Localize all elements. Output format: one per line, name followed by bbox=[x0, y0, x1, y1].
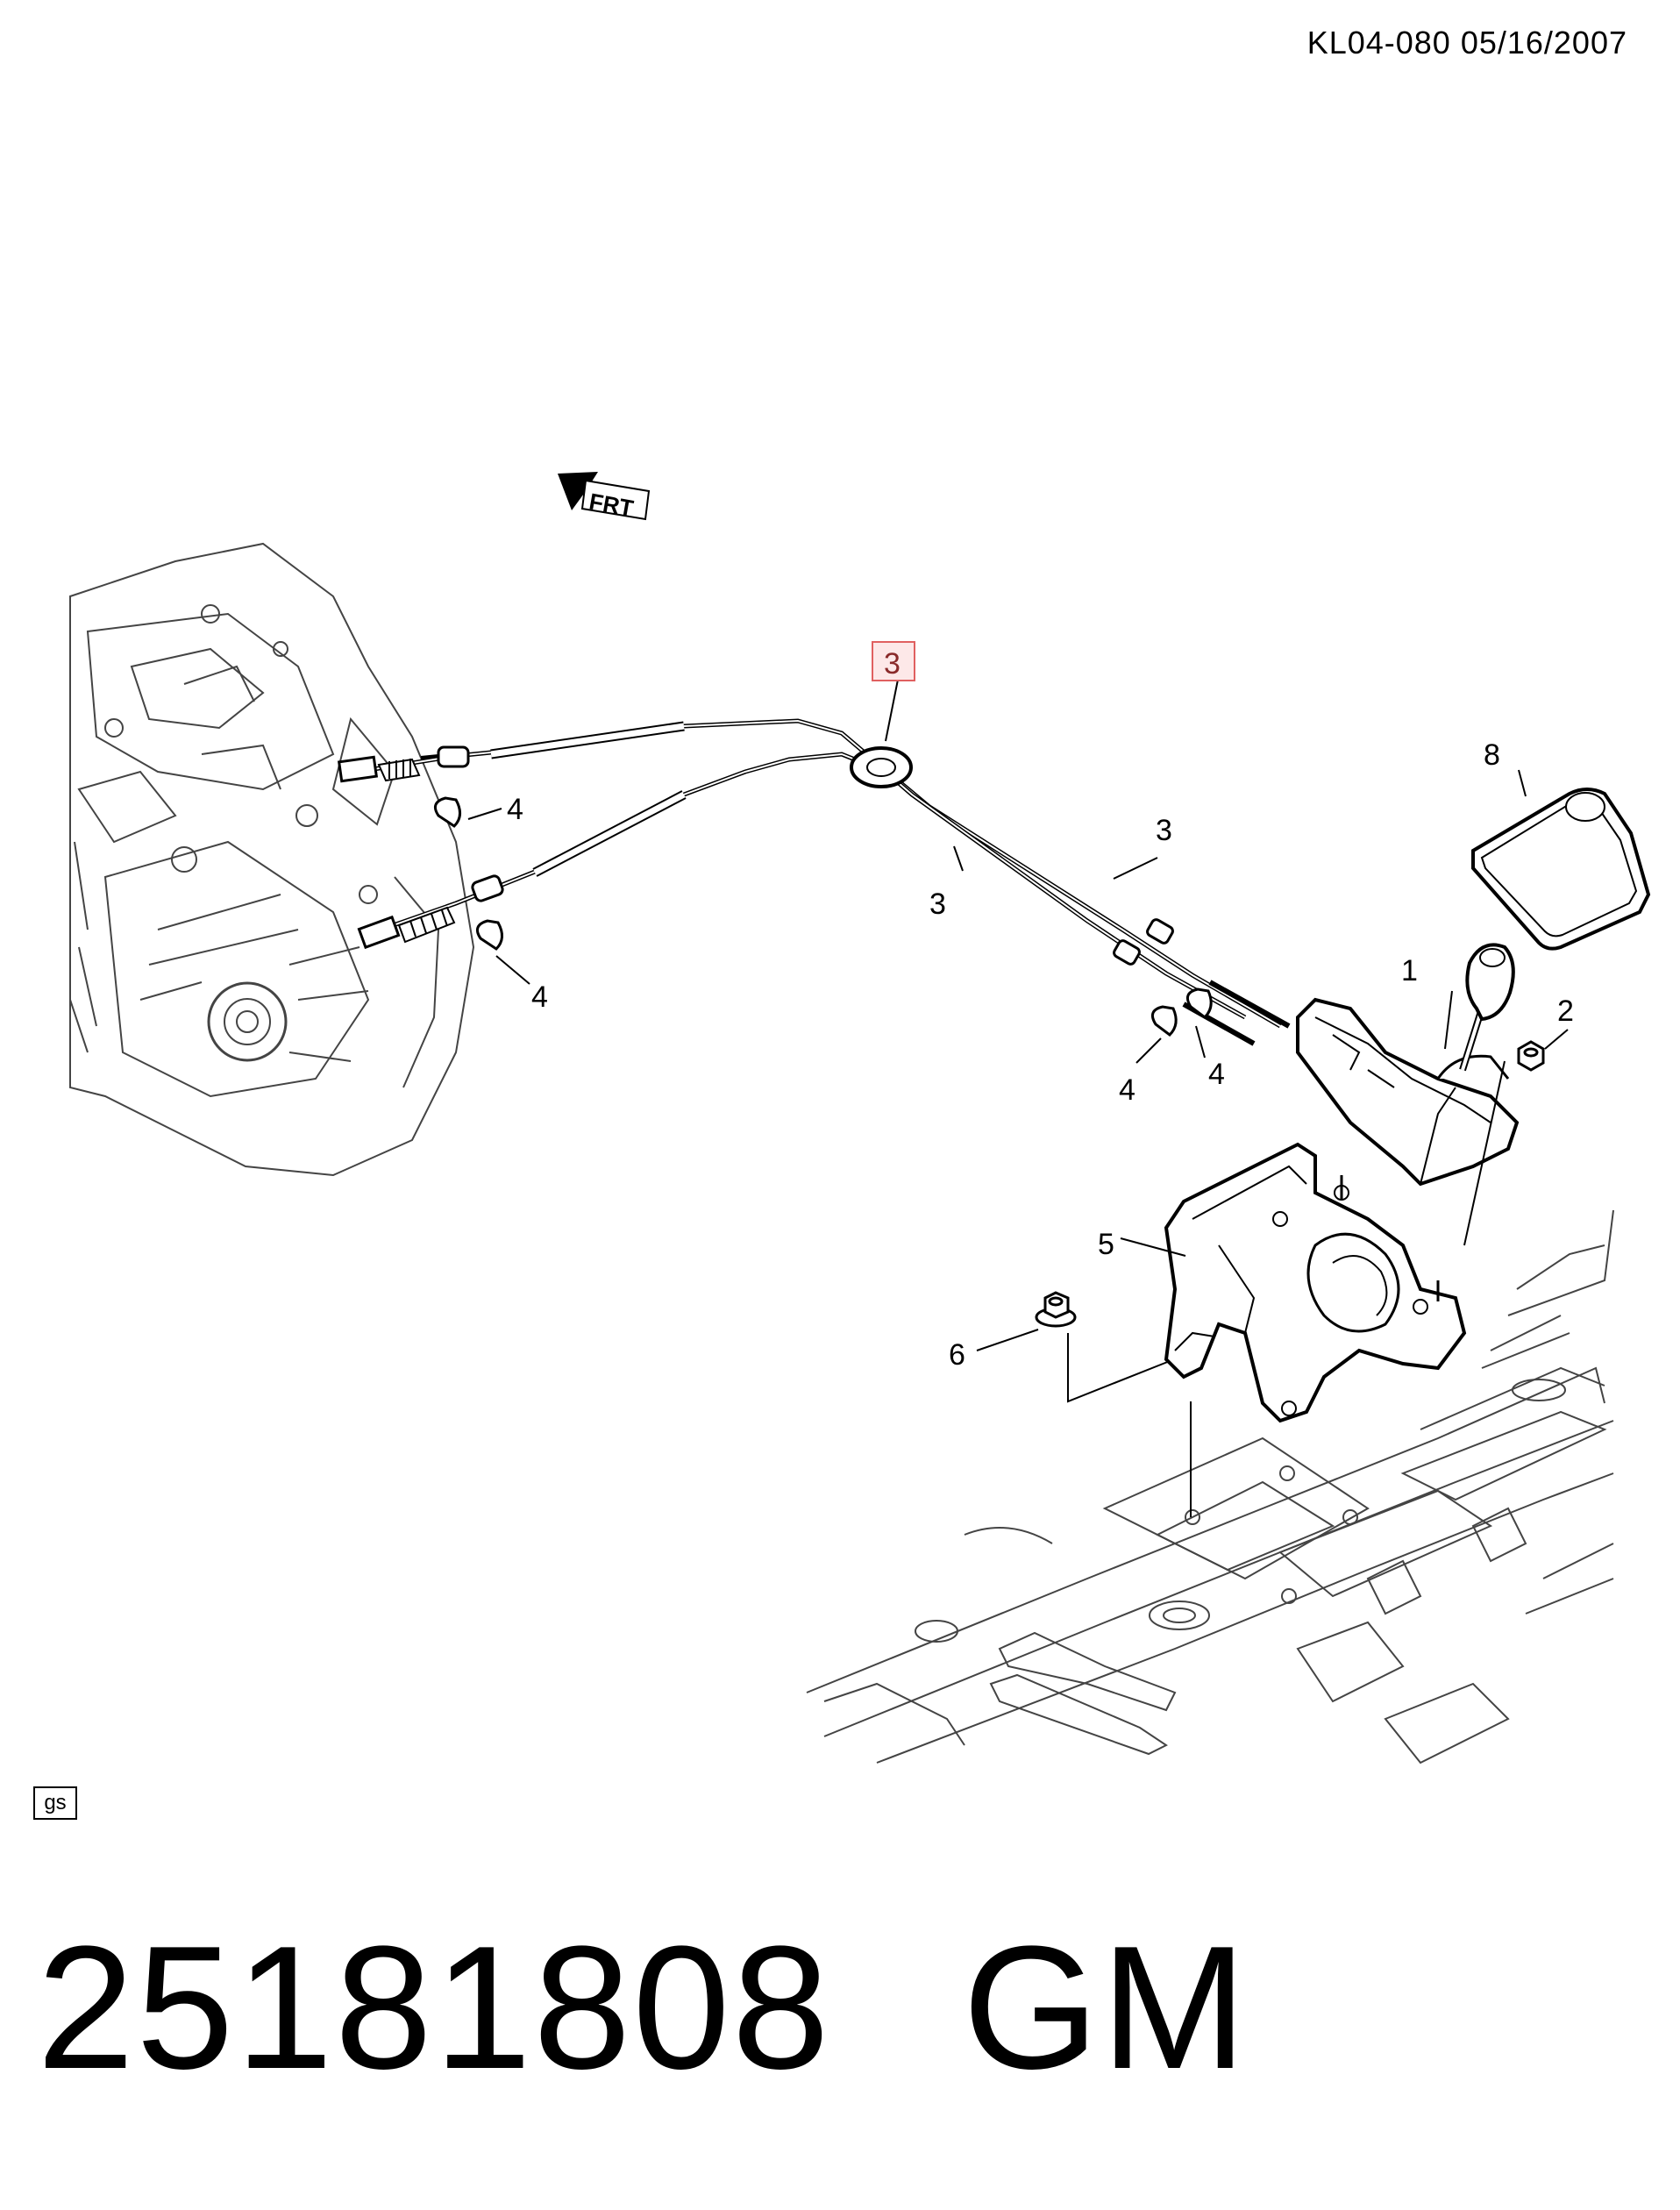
callout-3-highlighted: 3 bbox=[884, 647, 901, 681]
callout-4: 4 bbox=[507, 793, 523, 826]
shift-cable-exploded-diagram: FRT bbox=[69, 472, 1651, 1764]
corner-tag: gs bbox=[33, 1786, 77, 1820]
shifter-mount-bracket bbox=[1164, 1142, 1467, 1423]
callout-3: 3 bbox=[1156, 814, 1172, 847]
transmission-housing bbox=[69, 542, 475, 1177]
flange-nut-icon bbox=[1035, 1291, 1077, 1328]
callout-1: 1 bbox=[1401, 954, 1418, 987]
callout-6: 6 bbox=[949, 1338, 965, 1372]
shifter-assembly bbox=[1296, 943, 1520, 1187]
leader-lines bbox=[467, 679, 1569, 1517]
shifter-trim-boot bbox=[1471, 788, 1651, 951]
callout-5: 5 bbox=[1098, 1228, 1114, 1261]
brand-name: GM bbox=[962, 1910, 1249, 2106]
shift-cable-assembly bbox=[337, 718, 1291, 1046]
callout-2: 2 bbox=[1557, 994, 1574, 1028]
part-number-line: 25181808 GM bbox=[37, 1912, 1249, 2105]
floor-pan bbox=[806, 1209, 1614, 1764]
hex-nut-icon bbox=[1517, 1040, 1545, 1072]
highlighted-callout-box bbox=[872, 641, 915, 681]
callout-4: 4 bbox=[1119, 1073, 1135, 1107]
document-reference: KL04-080 05/16/2007 bbox=[1306, 25, 1627, 61]
callout-4: 4 bbox=[531, 980, 548, 1014]
callout-3: 3 bbox=[929, 888, 946, 921]
front-arrow-icon: FRT bbox=[558, 472, 651, 522]
callout-8: 8 bbox=[1484, 738, 1500, 772]
retaining-clip-icon bbox=[433, 796, 1213, 1037]
callout-4: 4 bbox=[1208, 1058, 1225, 1091]
part-number: 25181808 bbox=[37, 1910, 831, 2106]
